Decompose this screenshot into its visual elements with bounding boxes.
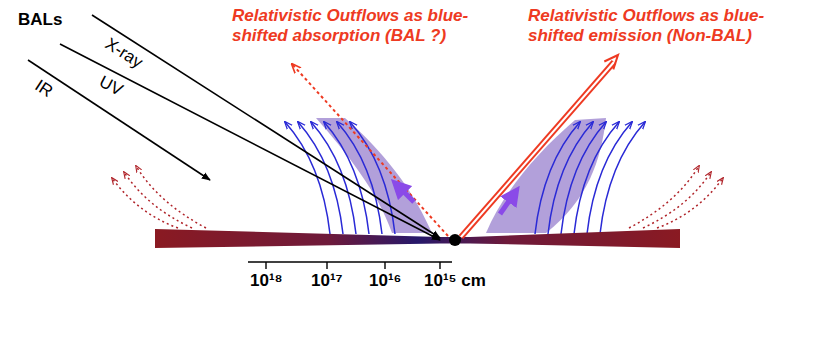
band-label: IR	[31, 76, 56, 102]
outflow-emission-line	[461, 62, 614, 237]
wind-arrow	[500, 194, 514, 214]
scale-value: 10¹⁷	[311, 271, 343, 291]
tick-mark	[265, 262, 266, 269]
scale-value: 10¹⁸	[250, 271, 283, 291]
black-hole	[449, 234, 461, 246]
scale-value: 10¹⁵ cm	[424, 271, 486, 291]
accretion-disk	[155, 229, 680, 248]
streamline	[337, 122, 382, 234]
arrowhead	[604, 55, 618, 69]
sight-line	[28, 60, 210, 180]
outflow-note: Relativistic Outflows as blue-shifted em…	[528, 6, 808, 47]
view-label: BALs	[18, 10, 62, 30]
sight-lines	[28, 15, 440, 240]
outflow-absorption-line	[292, 64, 448, 236]
band-label: X-ray	[101, 34, 146, 73]
wind-arrow	[398, 186, 414, 202]
tick-mark	[326, 262, 327, 269]
streamline	[587, 122, 632, 234]
sight-line	[60, 44, 440, 240]
band-label: UV	[96, 72, 126, 101]
streamline	[600, 122, 645, 234]
flow-line	[643, 172, 711, 228]
flow-line	[124, 172, 192, 228]
outflow-note: Relativistic Outflows as blue-shifted ab…	[232, 6, 502, 47]
wind-region	[316, 118, 432, 233]
axis-line	[248, 261, 452, 262]
scale-value: 10¹⁶	[369, 271, 401, 291]
outflow-emission-line	[461, 62, 614, 237]
tick-mark	[439, 262, 440, 269]
tick-mark	[384, 262, 385, 269]
scale-axis	[248, 262, 452, 269]
streamlines	[285, 122, 645, 234]
streamline	[350, 122, 395, 234]
flow-line	[629, 166, 699, 228]
sight-line	[92, 15, 440, 238]
flow-line	[136, 166, 206, 228]
